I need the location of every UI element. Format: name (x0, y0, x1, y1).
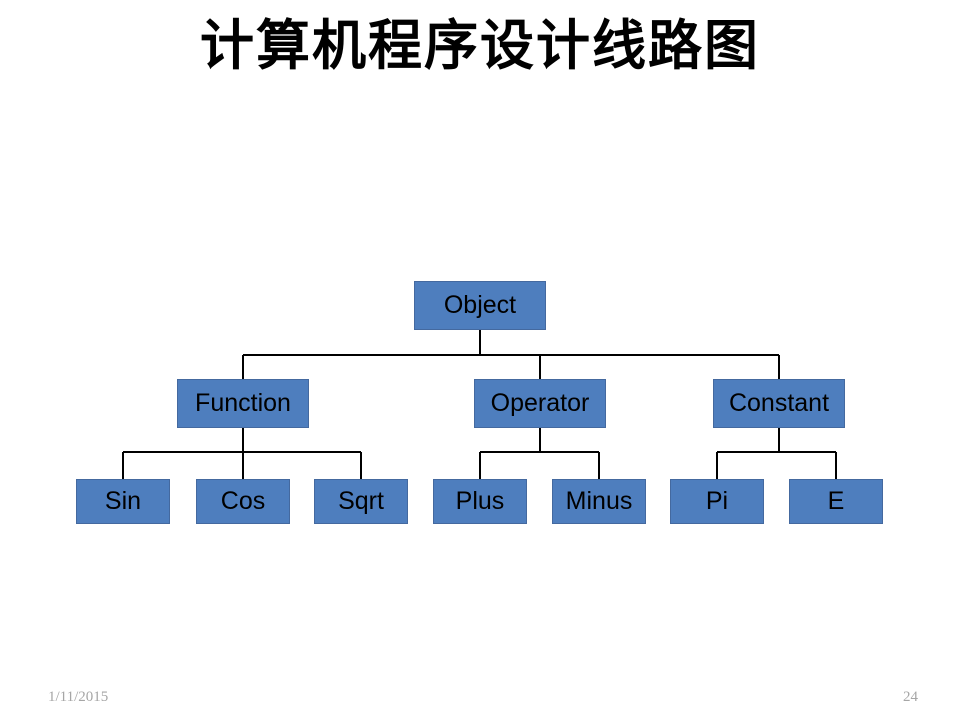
node-operator[interactable]: Operator (474, 379, 606, 428)
footer-date: 1/11/2015 (48, 689, 109, 705)
footer-page-number: 24 (903, 689, 918, 705)
node-label: Minus (565, 487, 633, 515)
node-e[interactable]: E (789, 479, 883, 524)
node-minus[interactable]: Minus (552, 479, 646, 524)
node-constant[interactable]: Constant (713, 379, 845, 428)
node-label: Sin (104, 487, 142, 515)
node-cos[interactable]: Cos (196, 479, 290, 524)
page-title: 计算机程序设计线路图 (200, 16, 760, 76)
node-sqrt[interactable]: Sqrt (314, 479, 408, 524)
node-label: E (827, 487, 845, 515)
node-label: Sqrt (338, 487, 384, 515)
node-pi[interactable]: Pi (670, 479, 764, 524)
node-label: Function (195, 389, 291, 417)
node-function[interactable]: Function (177, 379, 309, 428)
node-label: Cos (220, 487, 266, 515)
node-label: Constant (728, 389, 830, 417)
node-label: Plus (455, 487, 505, 515)
node-label: Object (443, 291, 517, 319)
node-label: Operator (490, 389, 590, 417)
node-plus[interactable]: Plus (433, 479, 527, 524)
node-label: Pi (705, 487, 729, 515)
node-sin[interactable]: Sin (76, 479, 170, 524)
node-object[interactable]: Object (414, 281, 546, 330)
